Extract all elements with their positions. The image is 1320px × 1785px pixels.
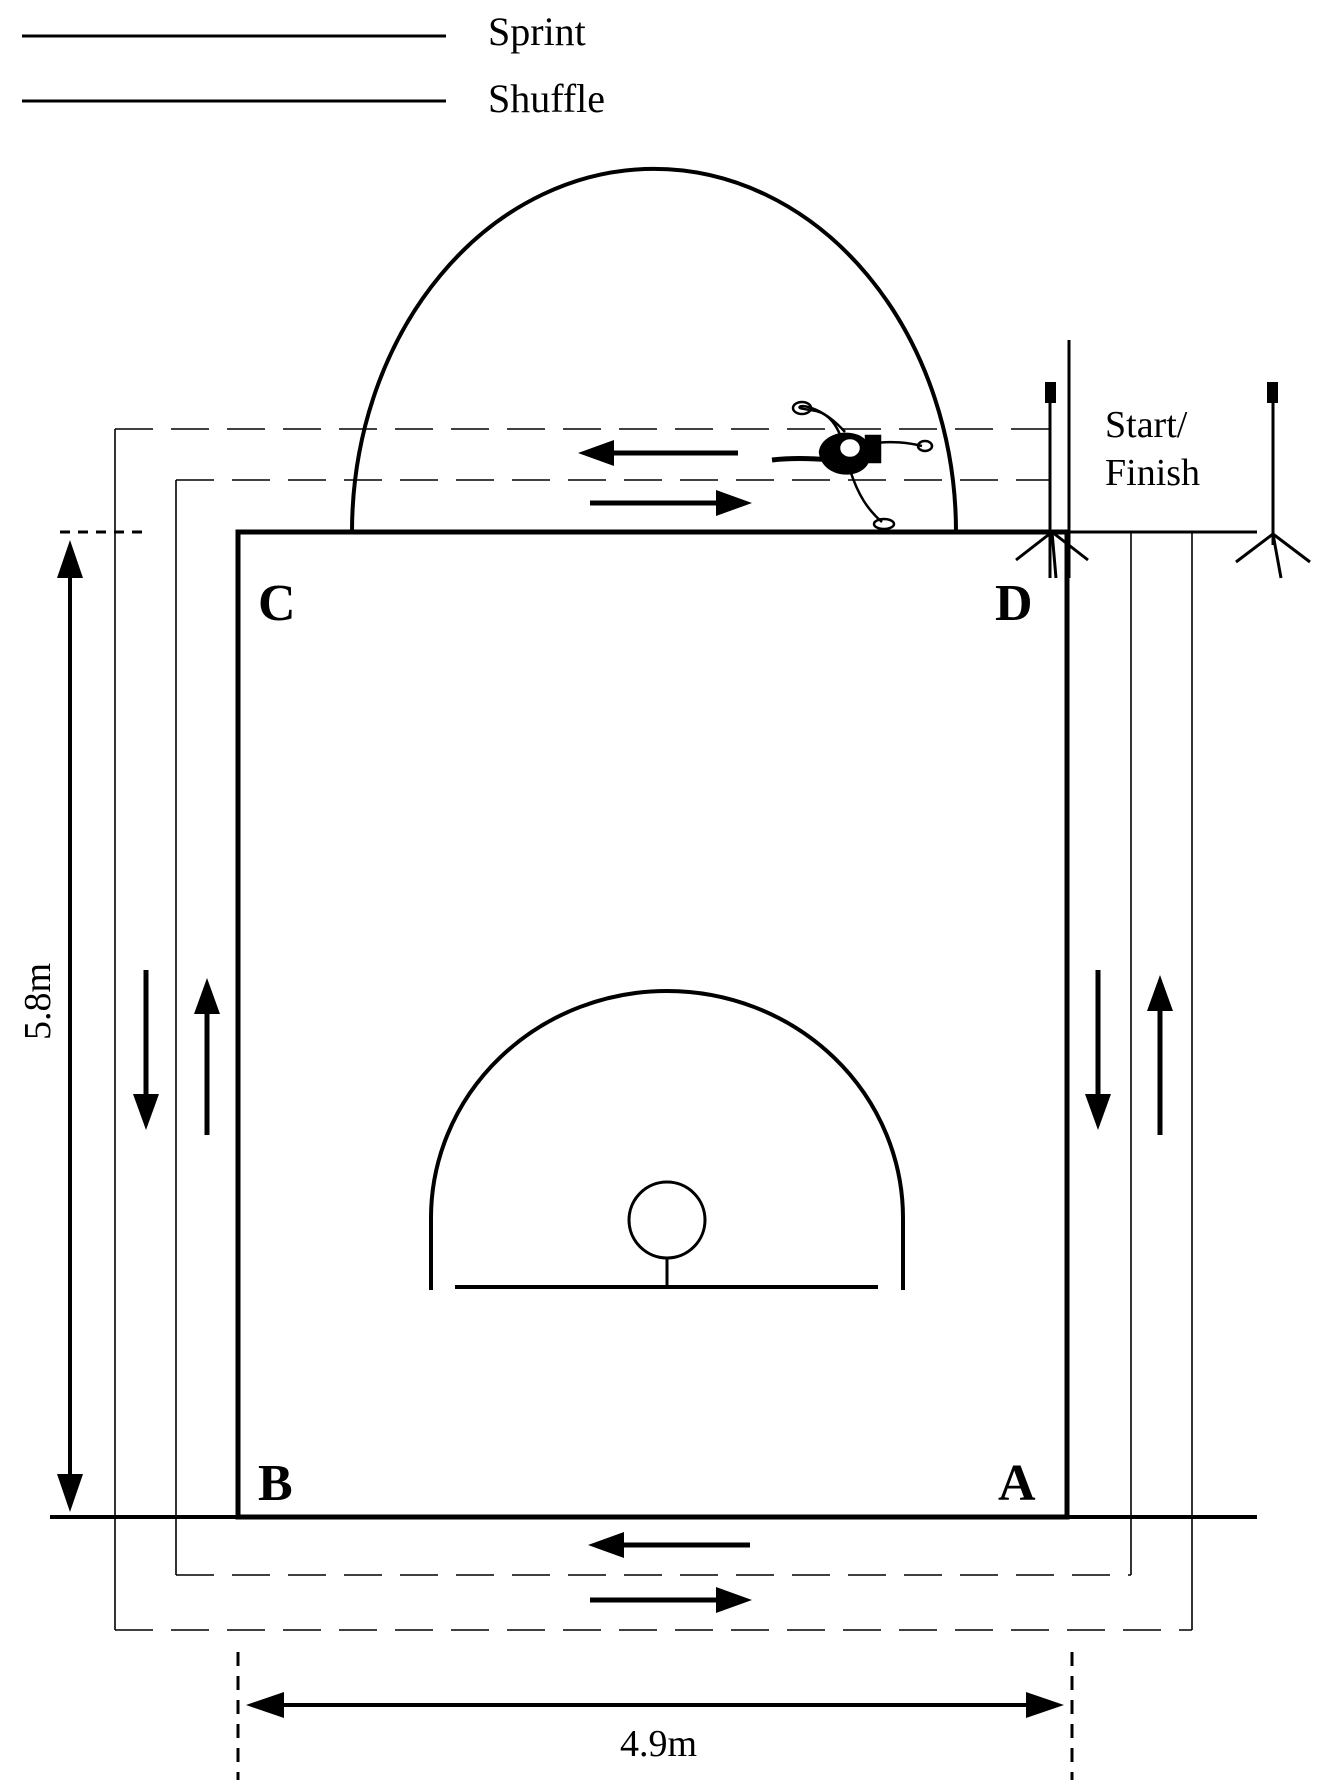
top-semicircle [350,166,958,533]
player-figure [771,400,934,531]
key-arc [429,989,905,1290]
legend: Sprint Shuffle [22,9,605,121]
player-head [837,436,863,460]
arrow-right-top [590,490,752,516]
height-dimension-label: 5.8m [17,963,59,1040]
timing-gate-right [1235,382,1311,579]
arrow-down-right [1085,970,1111,1130]
start-finish-label-line2: Finish [1105,452,1200,494]
court-outline [235,529,1070,1520]
court [50,166,1257,1520]
corner-label-c: C [258,575,296,632]
arrow-down-left [133,970,159,1130]
height-dimension [57,530,150,1512]
corner-label-d: D [995,575,1033,632]
direction-arrows [133,440,1173,1613]
corner-label-a: A [998,1455,1036,1512]
width-dimension-label: 4.9m [620,1723,697,1765]
inner-path [175,479,1132,1576]
arrow-up-left [194,978,220,1135]
hoop-ring [627,1180,707,1260]
width-dimension [236,1652,1074,1780]
legend-sprint-label: Sprint [488,9,586,54]
legend-shuffle-label: Shuffle [488,76,605,121]
timing-gate-right-sensor [1267,382,1278,403]
player-arm-back [798,404,846,441]
arrow-left-top [578,440,738,466]
player-leg-front [848,469,883,523]
corner-label-b: B [258,1455,293,1512]
timing-gate-left-sensor [1045,382,1056,403]
arrow-up-right [1147,975,1173,1135]
start-finish-label-line1: Start/ [1105,404,1188,446]
outer-path [114,428,1193,1631]
arrow-right-bottom [590,1587,752,1613]
arrow-left-bottom [588,1532,750,1558]
